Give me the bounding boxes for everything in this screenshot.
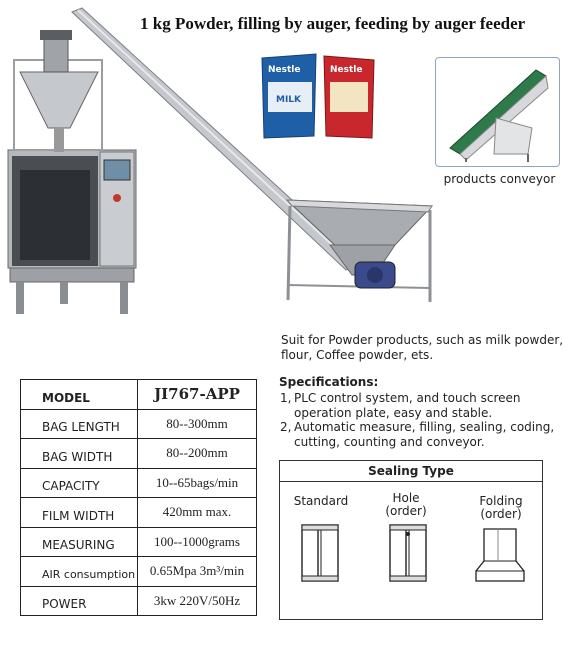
folding-bag-icon (475, 528, 525, 582)
hole-bag-icon (389, 524, 427, 582)
table-row: POWER 3kw 220V/50Hz (20, 585, 257, 616)
table-value: 3kw 220V/50Hz (137, 585, 257, 616)
table-value: 10--65bags/min (137, 467, 257, 498)
specifications-list: 1, PLC control system, and touch screen … (280, 391, 565, 449)
conveyor-image-frame (435, 57, 560, 167)
spec-number: 2, (280, 420, 292, 434)
standard-bag-icon (301, 524, 339, 582)
spec-number: 1, (280, 391, 292, 405)
table-row: FILM WIDTH 420mm max. (20, 497, 257, 528)
conveyor-illustration (449, 69, 549, 162)
table-key: CAPACITY (20, 467, 138, 498)
spec-item: 2, Automatic measure, filling, sealing, … (280, 420, 565, 449)
table-row: MEASURING 100--1000grams (20, 526, 257, 557)
table-header-row: MODEL JI767-APP (20, 379, 257, 410)
pack-blue: Nestle MILK (261, 53, 317, 139)
table-value: 0.65Mpa 3m³/min (137, 556, 257, 587)
table-row: BAG LENGTH 80--300mm (20, 408, 257, 439)
seal-label-folding: Folding (order) (468, 495, 534, 521)
table-key: MEASURING (20, 526, 138, 557)
table-key: FILM WIDTH (20, 497, 138, 528)
seal-label-hole: Hole (order) (376, 492, 436, 518)
table-value: 420mm max. (137, 497, 257, 528)
product-description: Suit for Powder products, such as milk p… (281, 333, 564, 362)
auger-filler-cone (19, 71, 99, 129)
table-value: 100--1000grams (137, 526, 257, 557)
seal-label-sub: (order) (480, 507, 522, 521)
sealing-type-title: Sealing Type (280, 461, 542, 482)
product-packs-image: Nestle MILK Nestle (261, 53, 375, 139)
table-value: 80--200mm (137, 438, 257, 469)
pack-brand-text: Nestle (268, 65, 300, 75)
table-value: 80--300mm (137, 408, 257, 439)
table-row: CAPACITY 10--65bags/min (20, 467, 257, 498)
table-key: POWER (20, 585, 138, 616)
table-key: AIR consumption (20, 556, 138, 587)
table-row: AIR consumption 0.65Mpa 3m³/min (20, 556, 257, 587)
table-key: BAG LENGTH (20, 408, 138, 439)
seal-label-sub: (order) (385, 504, 427, 518)
specifications-table: MODEL JI767-APP BAG LENGTH 80--300mm BAG… (20, 379, 257, 616)
conveyor-caption: products conveyor (443, 172, 556, 186)
table-value: JI767-APP (137, 379, 257, 410)
sealing-type-box: Sealing Type Standard Hole (order) Foldi… (279, 460, 543, 620)
specifications-title: Specifications: (279, 375, 379, 389)
packing-machine-illustration (7, 7, 434, 314)
seal-label-standard: Standard (293, 494, 349, 508)
spec-item: 1, PLC control system, and touch screen … (280, 391, 565, 420)
page-title: 1 kg Powder, filling by auger, feeding b… (140, 14, 526, 33)
spec-text: Automatic measure, filling, sealing, cod… (294, 420, 555, 449)
touch-screen (103, 159, 131, 181)
svg-text:MILK: MILK (276, 95, 302, 105)
table-key: MODEL (20, 379, 138, 410)
table-row: BAG WIDTH 80--200mm (20, 438, 257, 469)
spec-text: PLC control system, and touch screen ope… (294, 391, 521, 420)
table-key: BAG WIDTH (20, 438, 138, 469)
auger-motor (43, 35, 69, 73)
seal-label-text: Hole (392, 491, 420, 505)
pack-red: Nestle (323, 55, 375, 139)
seal-label-text: Folding (479, 494, 523, 508)
svg-text:Nestle: Nestle (330, 65, 362, 75)
